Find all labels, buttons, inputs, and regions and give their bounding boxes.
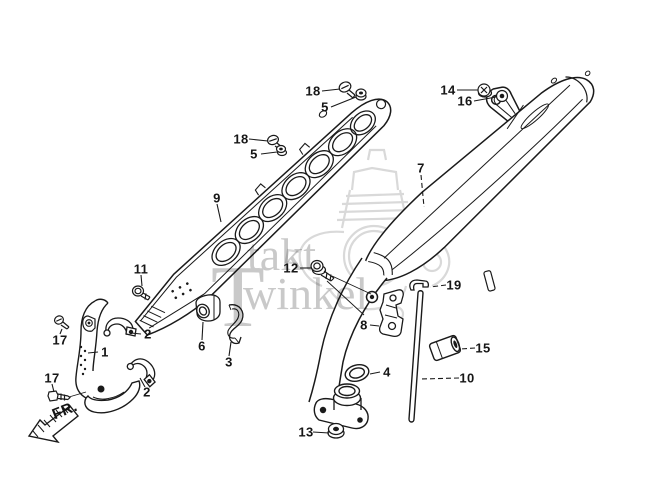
- part-label-8: 8: [360, 317, 368, 333]
- bolt-11: [131, 285, 151, 301]
- part-label-2-upper: 2: [144, 326, 152, 342]
- part-label-18-upper: 18: [305, 83, 321, 99]
- part-label-19: 19: [446, 277, 462, 293]
- bolt-17-lower: [47, 390, 71, 402]
- stay-rod-10: [408, 290, 424, 423]
- clamp-2-lower: [126, 358, 156, 388]
- screw-17-upper: [53, 315, 70, 330]
- part-label-6: 6: [198, 338, 206, 354]
- part-label-9: 9: [213, 190, 221, 206]
- part-label-7: 7: [417, 160, 425, 176]
- spacer-15: [428, 334, 462, 362]
- washer-5-upper: [355, 88, 367, 101]
- part-label-18-lower: 18: [233, 131, 249, 147]
- fr-direction-arrow: [27, 405, 79, 444]
- part-label-11: 11: [133, 261, 149, 277]
- part-label-17-upper: 17: [52, 332, 68, 348]
- nut-5-lower: [275, 144, 288, 157]
- muffler-7: [318, 70, 595, 282]
- bolt-14: [477, 83, 493, 98]
- collar-6: [195, 294, 221, 322]
- joint-nut-13: [327, 422, 345, 439]
- part-label-5-lower: 5: [250, 146, 258, 162]
- part-label-5-upper: 5: [321, 99, 329, 115]
- part-label-10: 10: [459, 370, 475, 386]
- part-label-17-lower: 17: [44, 370, 60, 386]
- washer-16: [495, 89, 509, 103]
- part-label-12: 12: [283, 260, 299, 276]
- part-label-3: 3: [225, 354, 233, 370]
- part-label-16: 16: [457, 93, 473, 109]
- leader-lines: [51, 88, 497, 434]
- screw-18-upper: [338, 81, 356, 99]
- clip-19: [409, 279, 430, 291]
- band-3: [227, 304, 244, 345]
- part-label-14: 14: [440, 82, 456, 98]
- part-label-2-lower: 2: [143, 384, 151, 400]
- part-label-13: 13: [298, 424, 314, 440]
- oring-gasket-4: [344, 363, 370, 383]
- part-label-4: 4: [383, 364, 391, 380]
- heat-shield-9: [134, 98, 392, 336]
- part-label-1: 1: [101, 344, 109, 360]
- pipe-guard-1: [75, 298, 141, 414]
- exhaust-joint-flange: [313, 383, 369, 430]
- bolt-12: [310, 259, 335, 282]
- clamp-2-upper: [103, 317, 137, 337]
- bracket-8: [378, 289, 404, 338]
- part-label-15: 15: [475, 340, 491, 356]
